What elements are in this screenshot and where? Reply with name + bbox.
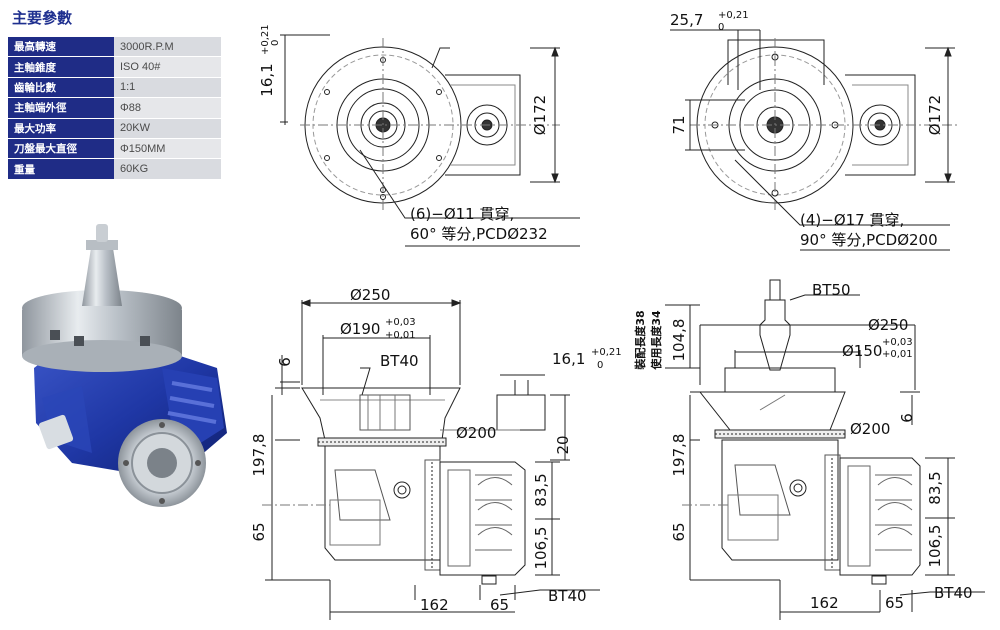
dim-200-bottom-right: Ø200: [850, 420, 890, 438]
spec-value: 1:1: [114, 77, 221, 99]
spec-label: 最高轉速: [8, 37, 114, 58]
dim-25-7: 25,7: [670, 11, 703, 29]
hole-note-pcd: ,PCDØ232: [471, 225, 548, 243]
top-left-view: [280, 34, 580, 247]
bottom-left-view: [262, 299, 600, 620]
bt50-label: BT50: [812, 281, 851, 299]
section-title: 主要參數: [12, 9, 73, 27]
spec-label: 最大功率: [8, 118, 114, 139]
spec-value: 20KW: [114, 118, 221, 139]
dim-162-bottom-left: 162: [420, 596, 449, 614]
dim-104-8: 104,8: [670, 319, 688, 362]
dim-20: 20: [554, 435, 572, 454]
dim-65-bottom-bottom-left: 65: [490, 596, 509, 614]
spec-label: 齒輪比數: [8, 77, 114, 99]
hole-note-top-left: (6)−Ø11 貫穿, 60° 等分,PCDØ232: [410, 204, 548, 244]
tol-up-190: +0,03: [385, 317, 416, 328]
tol-low-190: +0,01: [385, 330, 416, 341]
dim-250-bottom-right: Ø250: [868, 316, 908, 334]
hole-note-angle: 60° 等分: [410, 225, 472, 243]
dim-106-5-bottom-right: 106,5: [926, 525, 944, 568]
spec-value: ISO 40#: [114, 56, 221, 78]
tol-low-16-1-side: 0: [597, 360, 603, 371]
hole-note-top-right: (4)−Ø17 貫穿, 90° 等分,PCDØ200: [800, 210, 938, 250]
tol-up-16-1-side: +0,21: [591, 347, 622, 358]
tol-low-150: +0,01: [882, 349, 913, 360]
top-right-view: [670, 29, 960, 251]
dim-197-8-bottom-left: 197,8: [250, 434, 268, 477]
dim-65-left-bottom-right: 65: [670, 522, 688, 541]
dim-65-left-bottom-left: 65: [250, 522, 268, 541]
dim-150: Ø150: [842, 342, 882, 360]
bt40-top-label: BT40: [380, 352, 419, 370]
dim-162-bottom-right: 162: [810, 594, 839, 612]
dim-83-5-bottom-right: 83,5: [926, 471, 944, 504]
spec-label: 重量: [8, 158, 114, 180]
dim-106-5-bottom-left: 106,5: [532, 527, 550, 570]
product-photo: [22, 224, 227, 507]
spec-value: 3000R.P.M: [114, 37, 221, 58]
spec-label: 主軸錐度: [8, 56, 114, 78]
dim-200-bottom-left: Ø200: [456, 424, 496, 442]
dim-172-top-right: Ø172: [926, 95, 944, 135]
dim-6-bottom-right: 6: [898, 413, 916, 423]
tol-up-top-right: +0,21: [718, 10, 749, 21]
tol-up-150: +0,03: [882, 337, 913, 348]
hole-note-line2: 90° 等分,PCDØ200: [800, 230, 938, 250]
dim-83-5-bottom-left: 83,5: [532, 473, 550, 506]
dim-6-bottom-left: 6: [276, 357, 294, 367]
dim-71: 71: [670, 115, 688, 134]
dim-172-top-left: Ø172: [531, 95, 549, 135]
dim-250-bottom-left: Ø250: [350, 286, 390, 304]
tol-low-top-right: 0: [718, 22, 724, 33]
dim-16-1-side: 16,1: [552, 350, 585, 368]
dim-197-8-bottom-right: 197,8: [670, 434, 688, 477]
hole-note-pcd: ,PCDØ200: [861, 231, 938, 249]
tol-up-top-left: +0,21: [260, 24, 271, 55]
dim-65-bottom-bottom-right: 65: [885, 594, 904, 612]
spec-label: 主軸端外徑: [8, 97, 114, 119]
tol-low-top-left: 0: [270, 40, 281, 46]
assembly-length-label: 裝配長度38: [633, 310, 647, 370]
hole-note-line1: (4)−Ø17 貫穿,: [800, 211, 905, 229]
hole-note-line2: 60° 等分,PCDØ232: [410, 224, 548, 244]
spec-value: Φ88: [114, 97, 221, 119]
bottom-right-view: [665, 279, 985, 620]
spec-value: 60KG: [114, 158, 221, 180]
bt40-bottom-label-right: BT40: [934, 584, 973, 602]
dim-190: Ø190: [340, 320, 380, 338]
bt40-bottom-label-left: BT40: [548, 587, 587, 605]
spec-value: Φ150MM: [114, 138, 221, 160]
use-length-label: 使用長度34: [649, 310, 663, 371]
spec-label: 刀盤最大直徑: [8, 138, 114, 160]
dim-16-1-top-left: 16,1: [258, 63, 276, 96]
hole-note-line1: (6)−Ø11 貫穿,: [410, 205, 515, 223]
hole-note-angle: 90° 等分: [800, 231, 862, 249]
